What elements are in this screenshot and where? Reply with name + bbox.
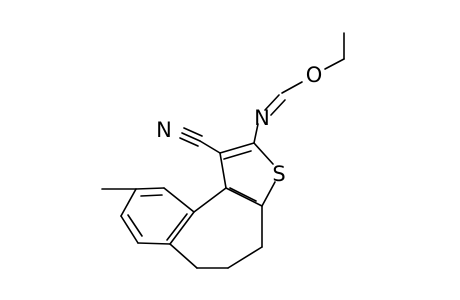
atom-n-imine: N <box>254 106 270 130</box>
bond-n-c2 <box>253 123 259 144</box>
bond-benz-5-inner <box>140 194 163 197</box>
bond-c7a-c3a-inner <box>229 187 257 202</box>
bond-benz-1 <box>169 211 195 245</box>
bond-ch2-ch2-b <box>227 246 263 269</box>
bond-nitrile-triple-a <box>181 132 201 142</box>
bond-benz-2 <box>137 242 171 245</box>
bond-ch-n-double-a <box>264 94 280 111</box>
bond-benz-6 <box>163 187 195 213</box>
bond-c3a-benz-a <box>193 187 227 213</box>
bond-c3-c2-inner <box>223 150 252 160</box>
bond-c3a-c3 <box>219 152 227 189</box>
bond-s-c7a <box>261 181 276 207</box>
bond-nitrile-triple-c <box>183 127 203 137</box>
bond-o-ch <box>281 81 303 94</box>
atom-o-ether: O <box>306 63 323 87</box>
bond-benz-4 <box>120 188 137 217</box>
bond-c3-c2 <box>219 142 255 154</box>
atom-s-thiophene: S <box>272 162 285 186</box>
bond-ch2-benz-b <box>169 243 198 269</box>
bond-benz-3-inner <box>127 214 143 237</box>
bond-c2-s <box>253 142 274 165</box>
bond-benz-5 <box>135 187 165 190</box>
bond-cn-c3 <box>199 140 221 154</box>
bond-benz-3 <box>120 215 139 244</box>
bond-c7a-c3a <box>225 187 263 207</box>
bond-nitrile-triple-b <box>179 137 199 147</box>
bond-ch-n-double-b <box>270 99 286 116</box>
bond-ch2-o <box>324 58 345 70</box>
atom-n-nitrile: N <box>156 118 172 142</box>
bond-benz-1-inner <box>166 213 188 241</box>
